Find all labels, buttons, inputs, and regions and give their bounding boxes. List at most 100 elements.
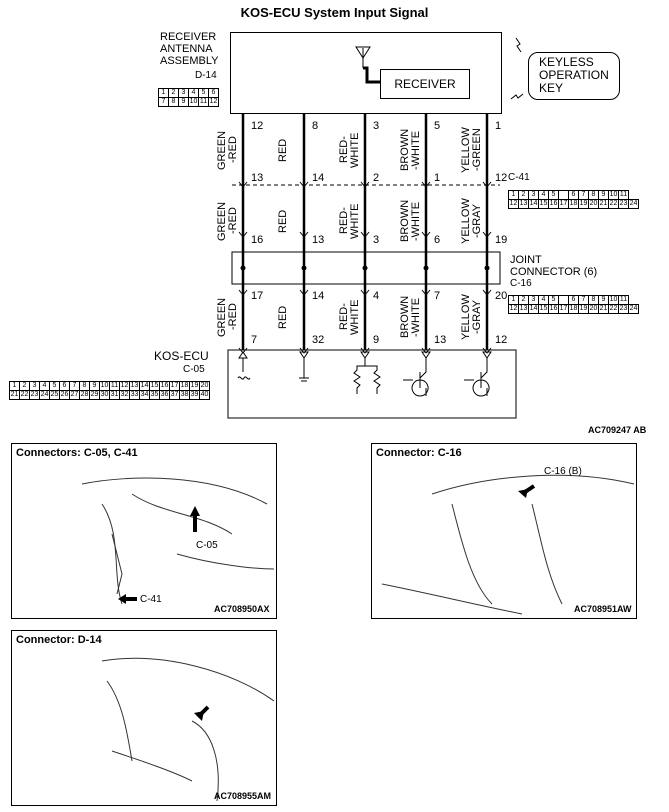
pin-cell: 18 [179,381,190,391]
pin-cell: 9 [89,381,100,391]
antenna-icon [355,46,380,84]
pin-cell: 12 [508,304,519,314]
splice-dot [484,265,490,271]
pin-c05: 32 [312,334,325,346]
connector-break-mark [299,289,309,296]
pin-c05: 9 [373,334,380,346]
pin-cell: 24 [39,390,50,400]
keyless-line3: KEY [539,81,564,95]
splice-dot [240,265,246,271]
pin-cell: 3 [528,295,539,305]
pin-cell: 19 [578,304,589,314]
connector-break-mark [421,347,431,354]
pin-cell: 23 [618,199,629,209]
pin-cell: 11 [109,381,120,391]
pin-cell: 7 [578,190,589,200]
connector-break-mark [360,289,370,296]
diagram-ref: AC709247 AB [588,425,647,435]
pin-cell: 13 [518,304,529,314]
pin-d14: 3 [373,120,380,132]
pin-cell: 8 [588,295,599,305]
pin-cell: 24 [628,304,639,314]
wire-color-mid: RED [277,209,289,233]
wire-color-mid: RED- WHITE [338,203,361,239]
receiver-label-line3: ASSEMBLY [160,55,219,67]
wire-color-top: YELLOW -GREEN [460,127,483,173]
panel-d14: Connector: D-14 AC708955AM [11,630,277,806]
pin-c41-a: 13 [251,172,264,184]
pin-cell: 4 [39,381,50,391]
pin-d14: 1 [495,120,502,132]
pin-cell: 18 [568,199,579,209]
pin-cell: 10 [608,295,619,305]
pin-cell: 12 [119,381,130,391]
pin-cell: 32 [119,390,130,400]
pin-cell: 5 [548,190,559,200]
pin-cell: 17 [558,199,569,209]
ecu-box [227,349,517,419]
pin-cell: 8 [588,190,599,200]
pin-cell: 11 [618,190,629,200]
pin-c05: 7 [251,334,258,346]
pin-cell: 6 [568,295,579,305]
connector-break-mark [421,289,431,296]
panel-ref: AC708950AX [214,604,270,614]
pin-cell [558,190,569,200]
pin-cell: 13 [129,381,140,391]
pin-cell: 1 [508,190,519,200]
pin-cell: 15 [149,381,160,391]
pin-d14: 5 [434,120,441,132]
keyless-line1: KEYLESS [539,55,594,69]
pin-cell: 20 [199,381,210,391]
pin-cell: 24 [628,199,639,209]
pin-c16: 7 [434,290,441,302]
pin-cell: 20 [588,304,599,314]
pin-cell: 1 [508,295,519,305]
wire-color-bot: BROWN -WHITE [399,295,422,339]
pin-cell: 2 [19,381,30,391]
pin-cell: 18 [568,304,579,314]
wire-color-mid: YELLOW -GRAY [460,198,483,244]
diagram-title: KOS-ECU System Input Signal [240,5,429,20]
pin-cell: 8 [79,381,90,391]
pin-d14: 8 [312,120,319,132]
pin-cell: 5 [548,295,559,305]
pin-cell: 9 [598,190,609,200]
pin-cell: 39 [189,390,200,400]
pin-cell: 15 [538,304,549,314]
pin-cell: 10 [608,190,619,200]
pin-c41-b: 3 [373,234,380,246]
pin-c41-b: 6 [434,234,441,246]
wire-color-bot: RED- WHITE [338,299,361,335]
pin-cell: 23 [618,304,629,314]
pin-c05: 12 [495,334,508,346]
connector-break-mark [238,231,248,238]
pin-cell: 36 [159,390,170,400]
connector-break-mark [482,231,492,238]
pin-cell: 17 [169,381,180,391]
pin-cell: 7 [578,295,589,305]
connector-break-mark [360,347,370,354]
wire-color-mid: BROWN -WHITE [399,199,422,243]
pin-cell: 15 [538,199,549,209]
panel-c05-c41: Connectors: C-05, C-41 C-05 C-41 AC70895… [11,443,277,619]
connector-break-mark [482,181,492,188]
pin-cell: 28 [79,390,90,400]
pin-cell: 40 [199,390,210,400]
pin-cell: 23 [29,390,40,400]
pin-cell: 9 [598,295,609,305]
joint-connector-label: JOINT CONNECTOR (6) C-16 [510,254,597,290]
pin-cell: 3 [528,190,539,200]
pin-cell: 33 [129,390,140,400]
pin-c41-b: 19 [495,234,508,246]
kos-ecu-label: KOS-ECU [154,349,209,363]
pin-cell: 6 [59,381,70,391]
wire-color-mid: GREEN -RED [216,201,239,241]
pin-cell: 21 [9,390,20,400]
pin-cell: 14 [528,199,539,209]
d14-code: D-14 [195,70,217,81]
pin-cell: 25 [49,390,60,400]
wire-color-bot: RED [277,305,289,329]
